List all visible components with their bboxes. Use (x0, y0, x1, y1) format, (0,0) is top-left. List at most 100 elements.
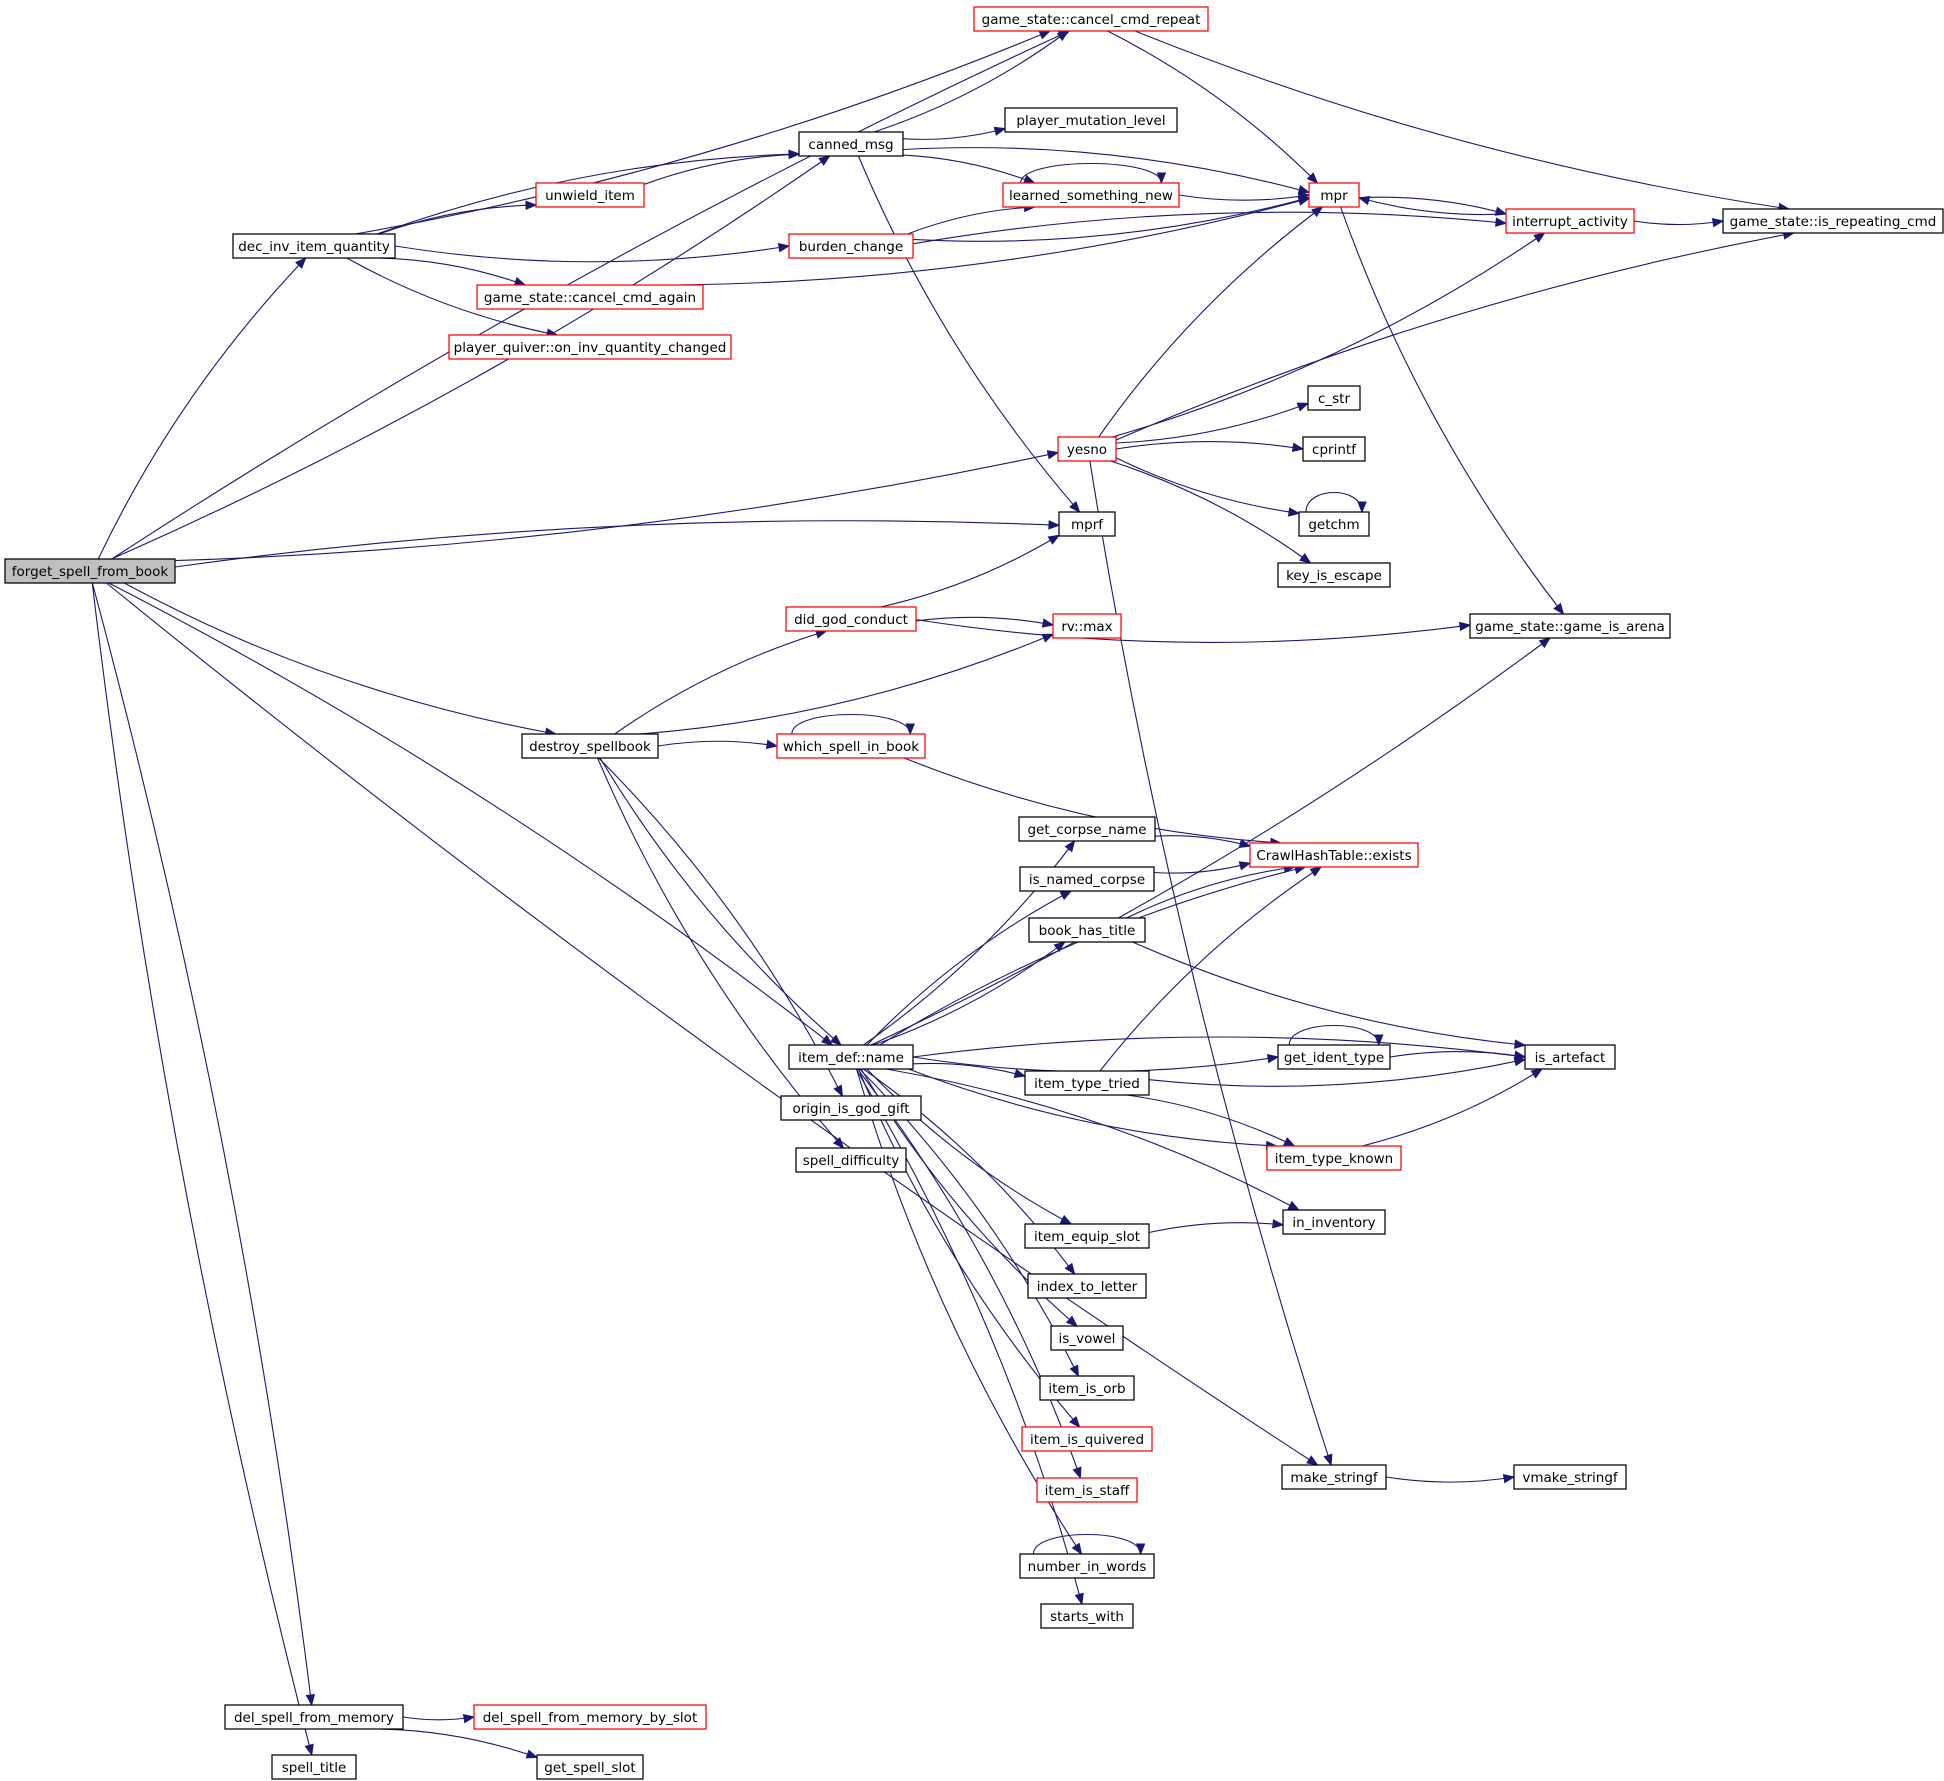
node-get-ident-type[interactable]: get_ident_type (1277, 1044, 1391, 1070)
node-del-spell-from-memory-by-slot[interactable]: del_spell_from_memory_by_slot (473, 1704, 707, 1730)
node-label: get_ident_type (1284, 1050, 1384, 1066)
node-spell-difficulty[interactable]: spell_difficulty (795, 1147, 907, 1173)
node-box (1469, 613, 1671, 639)
node-is-repeating-cmd[interactable]: game_state::is_repeating_cmd (1722, 208, 1944, 234)
node-forget-spell-from-book[interactable]: forget_spell_from_book (4, 558, 176, 584)
node-player-mutation-level[interactable]: player_mutation_level (1004, 107, 1178, 133)
node-starts-with[interactable]: starts_with (1040, 1603, 1134, 1629)
node-is-named-corpse[interactable]: is_named_corpse (1019, 866, 1155, 892)
node-game-is-arena[interactable]: game_state::game_is_arena (1469, 613, 1671, 639)
node-item-is-quivered[interactable]: item_is_quivered (1021, 1426, 1153, 1452)
node-label: did_god_conduct (794, 612, 908, 628)
node-c-str[interactable]: c_str (1307, 385, 1361, 411)
node-on-inv-quantity-changed[interactable]: player_quiver::on_inv_quantity_changed (448, 334, 732, 360)
node-cancel-cmd-repeat[interactable]: game_state::cancel_cmd_repeat (973, 6, 1209, 32)
node-del-spell-from-memory[interactable]: del_spell_from_memory (224, 1704, 404, 1730)
node-item-type-tried[interactable]: item_type_tried (1024, 1070, 1150, 1096)
edge-forget-spell-from-book-to-dec-inv-item-quantity (97, 257, 307, 560)
node-mprf[interactable]: mprf (1058, 511, 1116, 537)
edge-dec-inv-item-quantity-to-on-inv-quantity-changed (346, 257, 558, 336)
edge-yesno-to-make-stringf (1089, 460, 1332, 1466)
node-label: player_quiver::on_inv_quantity_changed (454, 340, 727, 356)
node-box (1024, 1070, 1150, 1096)
edge-item-def-name-to-hash-exists (879, 866, 1306, 1046)
node-item-type-known[interactable]: item_type_known (1266, 1145, 1402, 1171)
edge-item-def-name-to-item-type-known (908, 1068, 1277, 1147)
node-cprintf[interactable]: cprintf (1302, 436, 1366, 462)
node-label: number_in_words (1028, 1559, 1147, 1575)
node-item-equip-slot[interactable]: item_equip_slot (1024, 1223, 1150, 1249)
edge-destroy-spellbook-to-which-spell-in-book (657, 740, 778, 747)
edge-canned-msg-to-cancel-cmd-repeat (873, 30, 1069, 133)
node-box (535, 182, 645, 208)
edge-arrowhead (818, 155, 831, 166)
node-label: make_stringf (1290, 1470, 1379, 1486)
node-box (1027, 1273, 1147, 1299)
node-learned-something-new[interactable]: learned_something_new (1002, 182, 1180, 208)
node-index-to-letter[interactable]: index_to_letter (1027, 1273, 1147, 1299)
node-box (1058, 511, 1116, 537)
node-label: spell_difficulty (803, 1153, 900, 1169)
edge-canned-msg-to-mpr (902, 147, 1310, 193)
node-is-artefact[interactable]: is_artefact (1524, 1044, 1616, 1070)
node-unwield-item[interactable]: unwield_item (535, 182, 645, 208)
node-is-vowel[interactable]: is_vowel (1050, 1325, 1124, 1351)
edge-forget-spell-from-book-to-canned-msg (111, 155, 830, 560)
edge-arrowhead (1533, 232, 1546, 243)
node-destroy-spellbook[interactable]: destroy_spellbook (521, 733, 659, 759)
edge-arrowhead (1357, 501, 1367, 514)
edge-forget-spell-from-book-to-spell-title (91, 582, 313, 1756)
edge-cancel-cmd-again-to-mpr (677, 197, 1310, 286)
node-key-is-escape[interactable]: key_is_escape (1277, 562, 1391, 588)
node-label: yesno (1067, 442, 1107, 458)
node-get-spell-slot[interactable]: get_spell_slot (536, 1754, 644, 1780)
node-item-is-orb[interactable]: item_is_orb (1039, 1375, 1135, 1401)
edge-arrowhead (1064, 1262, 1076, 1276)
node-cancel-cmd-again[interactable]: game_state::cancel_cmd_again (476, 284, 704, 310)
edge-item-def-name-to-item-equip-slot (866, 1068, 1072, 1225)
edge-forget-spell-from-book-to-make-stringf (106, 582, 1318, 1466)
node-box (1308, 182, 1360, 208)
node-get-corpse-name[interactable]: get_corpse_name (1018, 816, 1156, 842)
edge-item-def-name-to-get-ident-type (912, 1056, 1279, 1073)
node-hash-exists[interactable]: CrawlHashTable::exists (1249, 842, 1419, 868)
edge-arrowhead (1309, 866, 1323, 877)
edge-item-type-known-to-is-artefact (1361, 1068, 1543, 1147)
node-getchm[interactable]: getchm (1298, 511, 1370, 537)
node-interrupt-activity[interactable]: interrupt_activity (1505, 208, 1635, 234)
edge-destroy-spellbook-to-item-def-name (599, 757, 842, 1046)
node-number-in-words[interactable]: number_in_words (1019, 1553, 1155, 1579)
node-burden-change[interactable]: burden_change (788, 233, 914, 259)
node-which-spell-in-book[interactable]: which_spell_in_book (776, 733, 926, 759)
node-origin-is-god-gift[interactable]: origin_is_god_gift (780, 1095, 922, 1121)
node-label: get_spell_slot (544, 1760, 635, 1776)
node-box (4, 558, 176, 584)
edge-arrowhead (1297, 185, 1311, 195)
node-label: learned_something_new (1009, 188, 1173, 204)
node-vmake-stringf[interactable]: vmake_stringf (1513, 1464, 1627, 1490)
node-item-is-staff[interactable]: item_is_staff (1036, 1477, 1138, 1503)
node-canned-msg[interactable]: canned_msg (798, 131, 904, 157)
node-book-has-title[interactable]: book_has_title (1028, 917, 1146, 943)
node-box (1002, 182, 1180, 208)
node-item-def-name[interactable]: item_def::name (788, 1044, 914, 1070)
edge-arrowhead (1311, 206, 1324, 218)
node-in-inventory[interactable]: in_inventory (1282, 1209, 1386, 1235)
node-label: item_type_known (1275, 1151, 1393, 1167)
node-make-stringf[interactable]: make_stringf (1281, 1464, 1387, 1490)
node-yesno[interactable]: yesno (1057, 436, 1117, 462)
edge-item-def-name-to-book-has-title (873, 941, 1066, 1046)
node-box (1024, 1223, 1150, 1249)
node-did-god-conduct[interactable]: did_god_conduct (785, 606, 917, 632)
node-box (776, 733, 926, 759)
node-dec-inv-item-quantity[interactable]: dec_inv_item_quantity (232, 233, 396, 259)
edges-layer (91, 30, 1796, 1759)
node-box (1513, 1464, 1627, 1490)
node-label: del_spell_from_memory (234, 1710, 394, 1726)
edge-forget-spell-from-book-to-yesno (174, 452, 1059, 562)
node-rv-max[interactable]: rv::max (1052, 613, 1122, 639)
edge-arrowhead (993, 126, 1007, 136)
node-mpr[interactable]: mpr (1308, 182, 1360, 208)
node-spell-title[interactable]: spell_title (271, 1754, 357, 1780)
edge-arrowhead (1023, 174, 1036, 184)
